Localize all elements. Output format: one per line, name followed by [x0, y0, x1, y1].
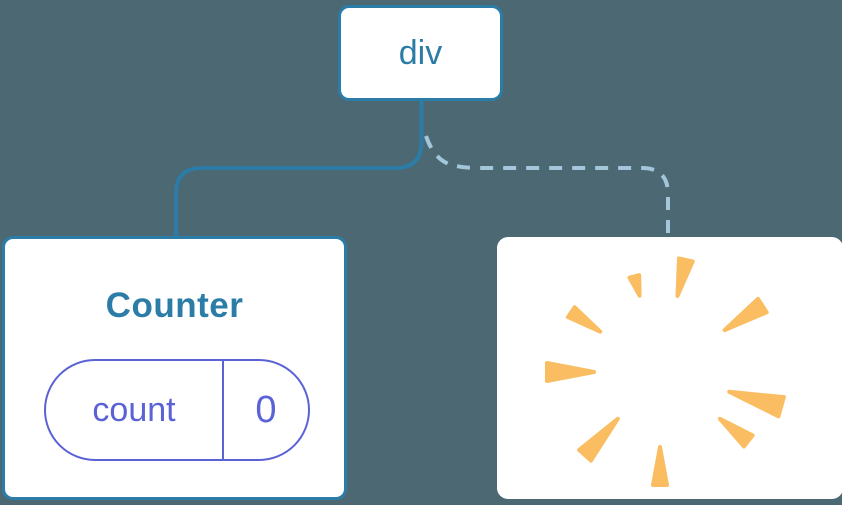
- poof-ray: [675, 256, 695, 298]
- poof-ray: [627, 273, 642, 298]
- pill-divider: [222, 361, 224, 459]
- poof-ray: [717, 416, 755, 449]
- poof-ray: [577, 416, 620, 463]
- poof-burst-icon: [545, 256, 786, 487]
- counter-component-card: Counter count 0: [2, 236, 347, 500]
- state-pill: count 0: [44, 359, 310, 461]
- edge-dashed-removed: [424, 135, 670, 240]
- unmounted-component-card: [497, 237, 842, 499]
- state-key: count: [92, 390, 176, 429]
- root-div-node: div: [338, 5, 503, 101]
- poof-ray: [722, 296, 769, 333]
- edge-solid-kept: [174, 101, 424, 238]
- poof-ray: [565, 305, 603, 334]
- counter-title: Counter: [105, 286, 244, 325]
- poof-ray: [545, 361, 596, 383]
- poof-ray: [651, 445, 669, 487]
- state-value: 0: [255, 388, 277, 431]
- root-div-label: div: [398, 33, 443, 72]
- poof-ray: [727, 389, 786, 419]
